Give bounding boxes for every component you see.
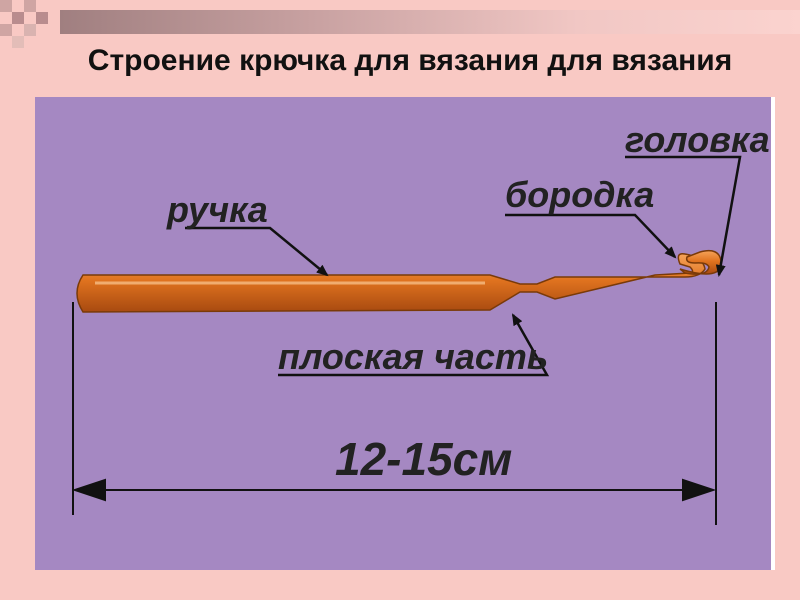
crochet-hook-diagram: головка бородка ручка плоская часть 12-1… [35,97,775,570]
crochet-hook [76,249,722,313]
label-length: 12-15см [335,433,512,485]
slide-title: Строение крючка для вязания для вязания [87,44,733,77]
label-beard: бородка [505,174,654,215]
label-handle: ручка [166,189,268,230]
header-band [60,10,800,34]
corner-decoration [0,0,60,48]
leader-lines [185,155,742,377]
dimension-lines [71,302,717,525]
label-flat-part: плоская часть [278,336,548,377]
diagram-canvas: головка бородка ручка плоская часть 12-1… [71,119,770,525]
label-head: головка [625,119,770,160]
